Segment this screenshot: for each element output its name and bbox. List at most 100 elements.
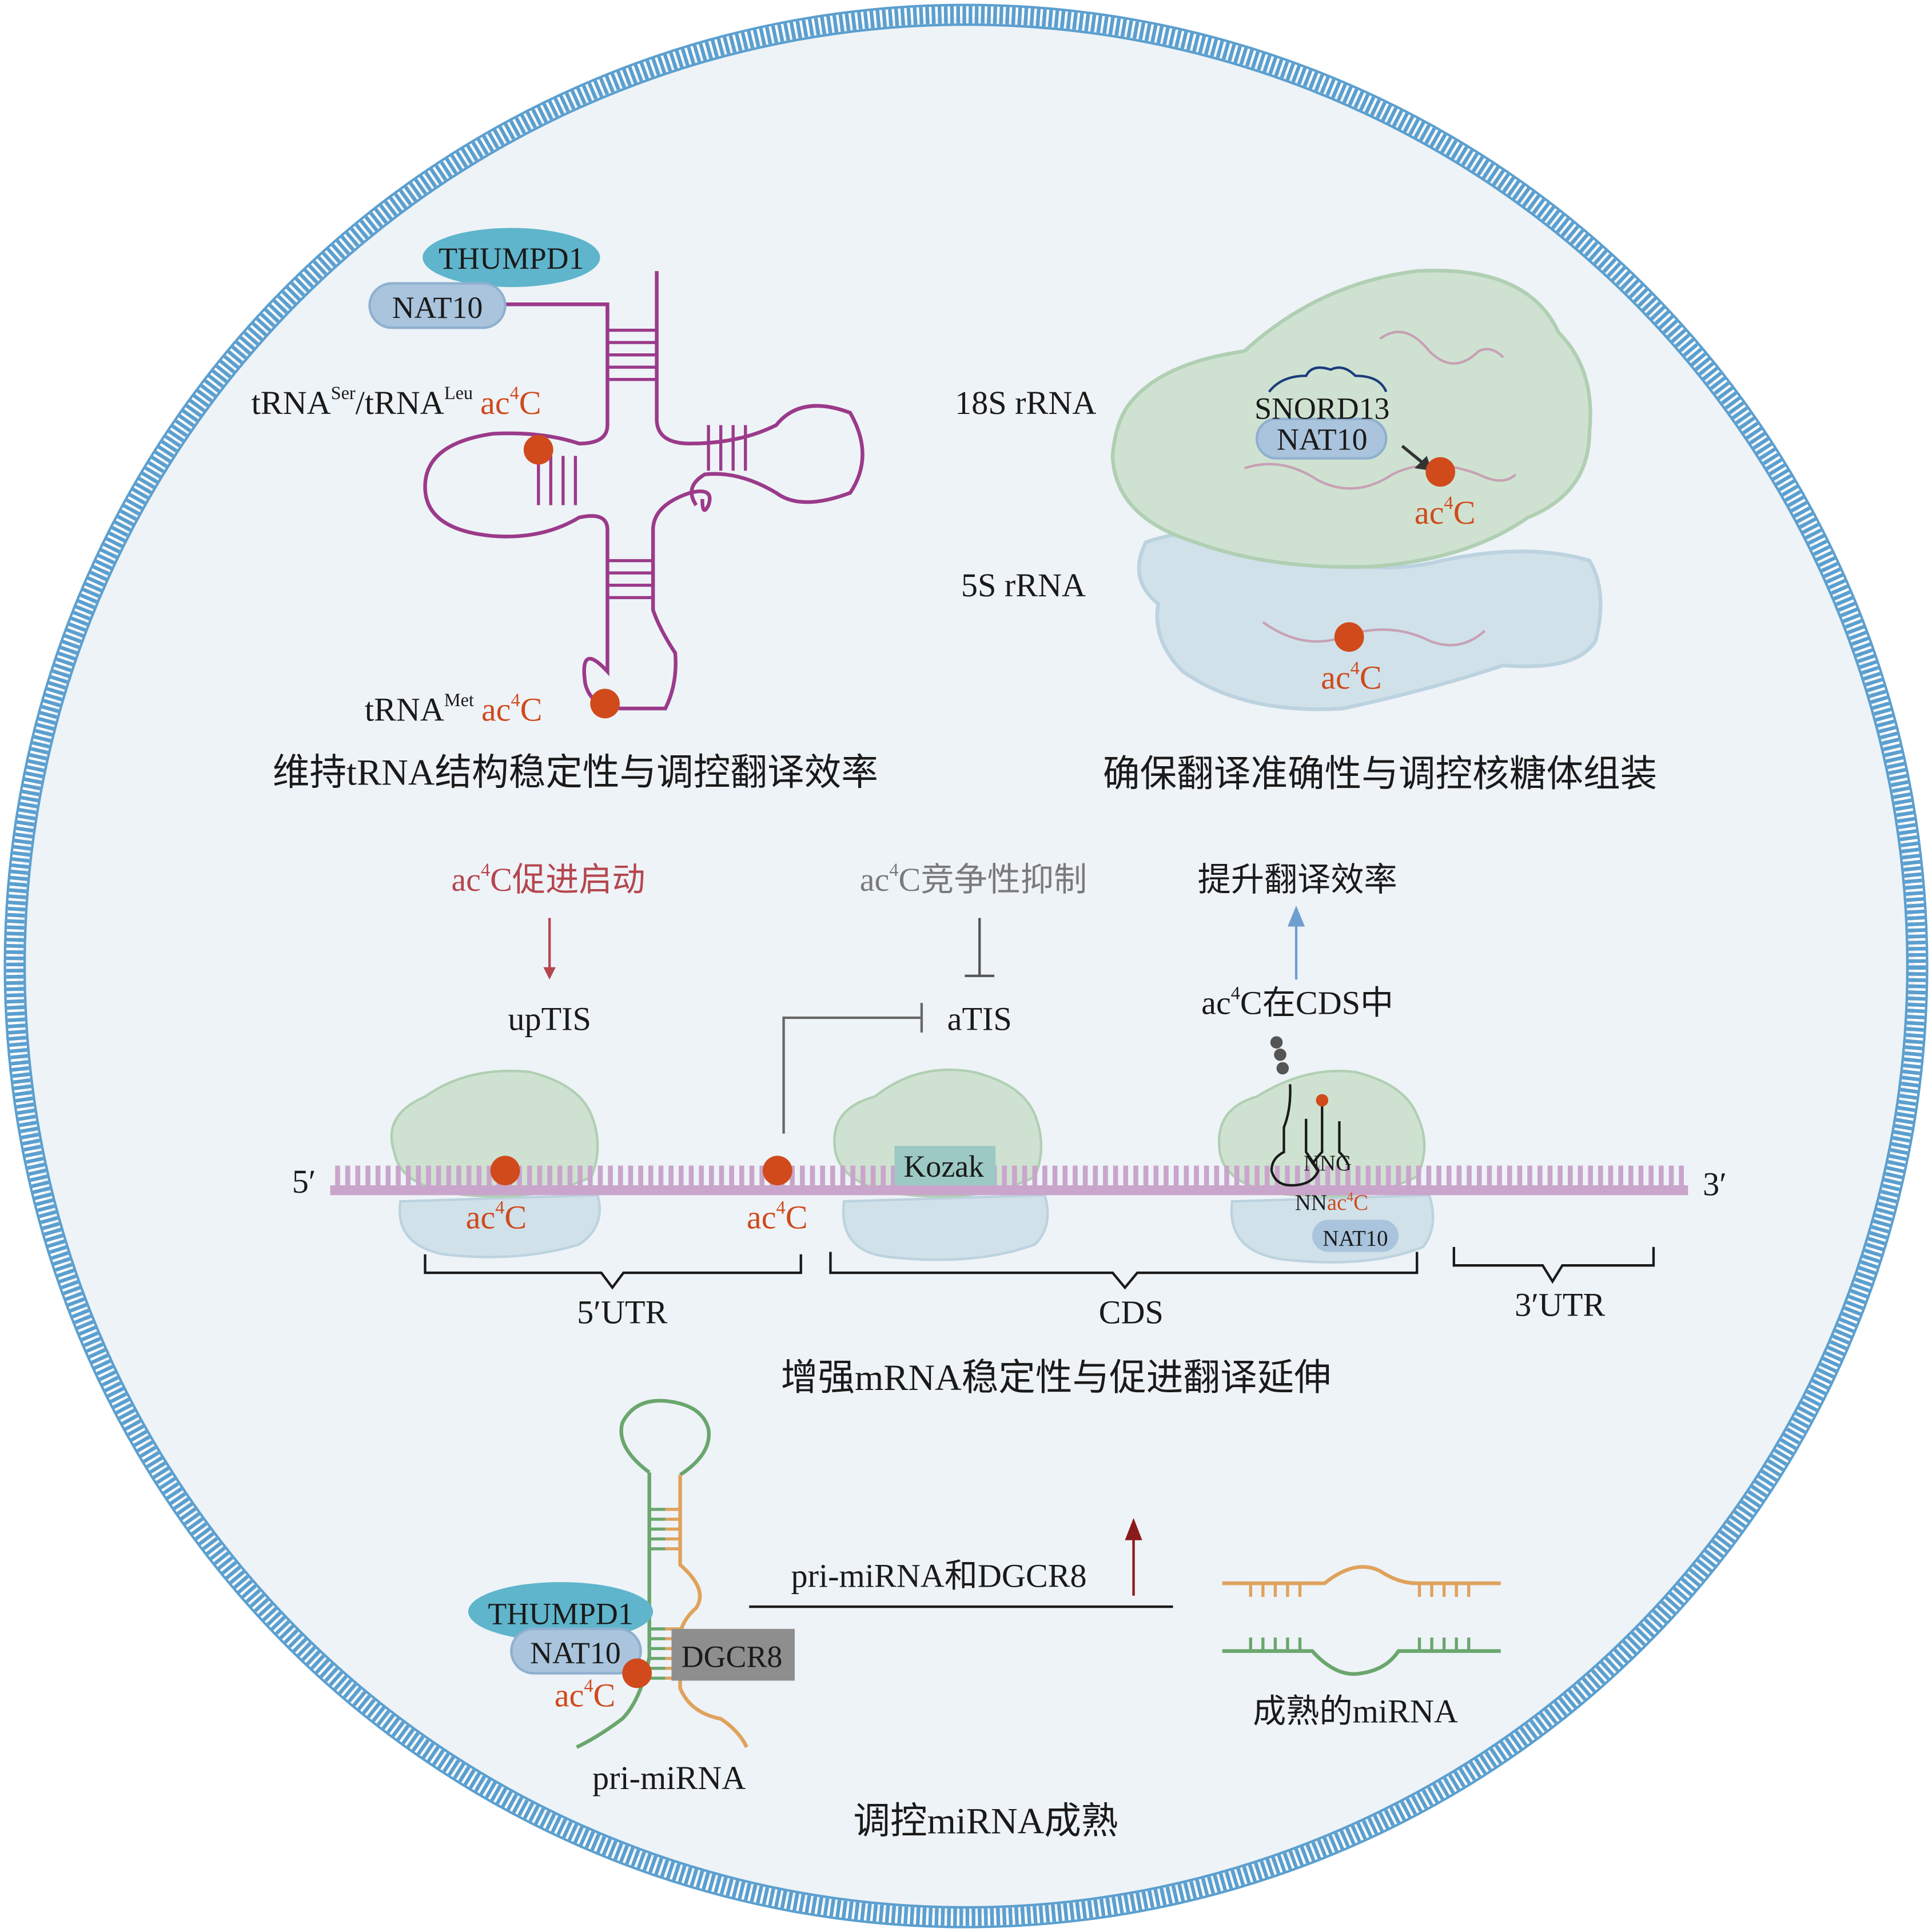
nat10-protein-rrna bbox=[1255, 417, 1388, 460]
mrna-base bbox=[1648, 1165, 1654, 1188]
mrna-base bbox=[1567, 1165, 1573, 1188]
mrna-base bbox=[1244, 1165, 1250, 1188]
ac4c-dot-mirna bbox=[622, 1658, 652, 1688]
mrna-panel: ac4C促进启动 upTIS ac4C竞争性抑制 aTIS 提升翻译效率 ac4… bbox=[292, 859, 1727, 1398]
rrna-strand-18s bbox=[1244, 463, 1517, 490]
ac4c-dot-5s bbox=[1334, 622, 1364, 652]
thumpd1-label: THUMPD1 bbox=[439, 241, 584, 276]
ac4c-in-cds-label: ac4C在CDS中 bbox=[1201, 983, 1393, 1022]
mrna-base bbox=[1012, 1165, 1017, 1188]
mrna-base bbox=[1476, 1165, 1482, 1188]
mrna-base bbox=[426, 1165, 431, 1188]
nng-codon-label: NNG bbox=[1304, 1151, 1352, 1176]
mrna-base bbox=[668, 1165, 674, 1188]
ac4c-dot-uptis bbox=[490, 1156, 520, 1186]
ac4c-label-atis: ac4C bbox=[747, 1197, 808, 1236]
kozak-label: Kozak bbox=[903, 1149, 984, 1184]
cds-label: CDS bbox=[1099, 1293, 1164, 1331]
mrna-base bbox=[456, 1165, 461, 1188]
mrna-base bbox=[1305, 1165, 1310, 1188]
mrna-base bbox=[1052, 1165, 1058, 1188]
mrna-base bbox=[537, 1165, 543, 1188]
mrna-base bbox=[618, 1165, 623, 1188]
ac4c-label-18s: ac4C bbox=[1415, 492, 1476, 531]
promote-arrowhead bbox=[543, 967, 556, 980]
mrna-base bbox=[719, 1165, 724, 1188]
mrna-base bbox=[1335, 1165, 1341, 1188]
mrna-base bbox=[891, 1165, 896, 1188]
mrna-base bbox=[335, 1165, 340, 1188]
peptide-residue bbox=[1276, 1062, 1289, 1075]
mrna-base bbox=[739, 1165, 744, 1188]
mrna-base bbox=[628, 1165, 634, 1188]
mrna-base bbox=[850, 1165, 855, 1188]
mrna-base bbox=[1093, 1165, 1098, 1188]
mrna-base bbox=[1497, 1165, 1502, 1188]
thumpd1-protein bbox=[423, 228, 600, 288]
mrna-base bbox=[476, 1165, 482, 1188]
mrna-base bbox=[1426, 1165, 1432, 1188]
mrna-base bbox=[638, 1165, 643, 1188]
border-inner-ring bbox=[23, 23, 1909, 1909]
mrna-panel-caption: 增强mRNA稳定性与促进翻译延伸 bbox=[781, 1357, 1331, 1398]
cds-bracket bbox=[829, 1252, 1419, 1290]
promote-initiation-label: ac4C促进启动 bbox=[451, 859, 645, 898]
mrna-base bbox=[1224, 1165, 1229, 1188]
mrna-base bbox=[1578, 1165, 1583, 1188]
ac4c-dot-trna-met bbox=[590, 688, 620, 719]
mrna-base bbox=[1345, 1165, 1351, 1188]
mrna-base bbox=[466, 1165, 472, 1188]
mrna-base bbox=[1194, 1165, 1199, 1188]
t-stem-pairs bbox=[707, 425, 747, 471]
mrna-base bbox=[405, 1165, 411, 1188]
mrna-base bbox=[487, 1165, 492, 1188]
mrna-base bbox=[396, 1165, 401, 1188]
mrna-base bbox=[840, 1165, 846, 1188]
ac4c-dot-trna-ser bbox=[523, 435, 553, 465]
mrna-base bbox=[1365, 1165, 1371, 1188]
kozak-box bbox=[894, 1146, 996, 1186]
mrna-base bbox=[870, 1165, 876, 1188]
mrna-base bbox=[1113, 1165, 1118, 1188]
mrna-base bbox=[648, 1165, 654, 1188]
mrna-base bbox=[1123, 1165, 1129, 1188]
mrna-base bbox=[1103, 1165, 1108, 1188]
mrna-base bbox=[1385, 1165, 1391, 1188]
atis-label: aTIS bbox=[947, 1001, 1012, 1038]
mrna-base bbox=[1547, 1165, 1553, 1188]
mrna-base bbox=[1234, 1165, 1240, 1188]
label-18s-rrna: 18S rRNA bbox=[955, 384, 1096, 421]
mrna-base bbox=[1082, 1165, 1088, 1188]
mrna-base bbox=[820, 1165, 825, 1188]
mrna-base bbox=[1456, 1165, 1462, 1188]
mrna-base bbox=[1507, 1165, 1512, 1188]
mrna-base bbox=[800, 1165, 805, 1188]
mrna-base bbox=[597, 1165, 603, 1188]
mrna-base bbox=[416, 1165, 421, 1188]
ac4c-dot-atis bbox=[762, 1156, 792, 1186]
mrna-base bbox=[587, 1165, 593, 1188]
dgcr8-box bbox=[671, 1628, 795, 1681]
nat10-label: NAT10 bbox=[392, 290, 483, 325]
mrna-base bbox=[749, 1165, 755, 1188]
mirna-panel: THUMPD1 NAT10 DGCR8 ac4C pri-miRNA pri-m… bbox=[468, 1399, 1501, 1842]
utr3-label: 3′UTR bbox=[1515, 1286, 1605, 1324]
ac4c-dot-trna-cds bbox=[1316, 1094, 1329, 1107]
mrna-base bbox=[436, 1165, 441, 1188]
mrna-base bbox=[1254, 1165, 1260, 1188]
nat10-protein-cds bbox=[1312, 1220, 1399, 1252]
mrna-base bbox=[375, 1165, 381, 1188]
mrna-base bbox=[1467, 1165, 1472, 1188]
inhibit-bar bbox=[965, 918, 995, 977]
mrna-base bbox=[699, 1165, 704, 1188]
uptis-label: upTIS bbox=[508, 1001, 591, 1038]
mrna-base bbox=[1638, 1165, 1644, 1188]
mrna-base bbox=[790, 1165, 795, 1188]
mrna-base bbox=[688, 1165, 694, 1188]
increase-arrowhead-mirna bbox=[1125, 1517, 1142, 1540]
mrna-base bbox=[708, 1165, 714, 1188]
nat10-protein bbox=[368, 282, 507, 329]
beaded-border bbox=[6, 6, 1926, 1926]
